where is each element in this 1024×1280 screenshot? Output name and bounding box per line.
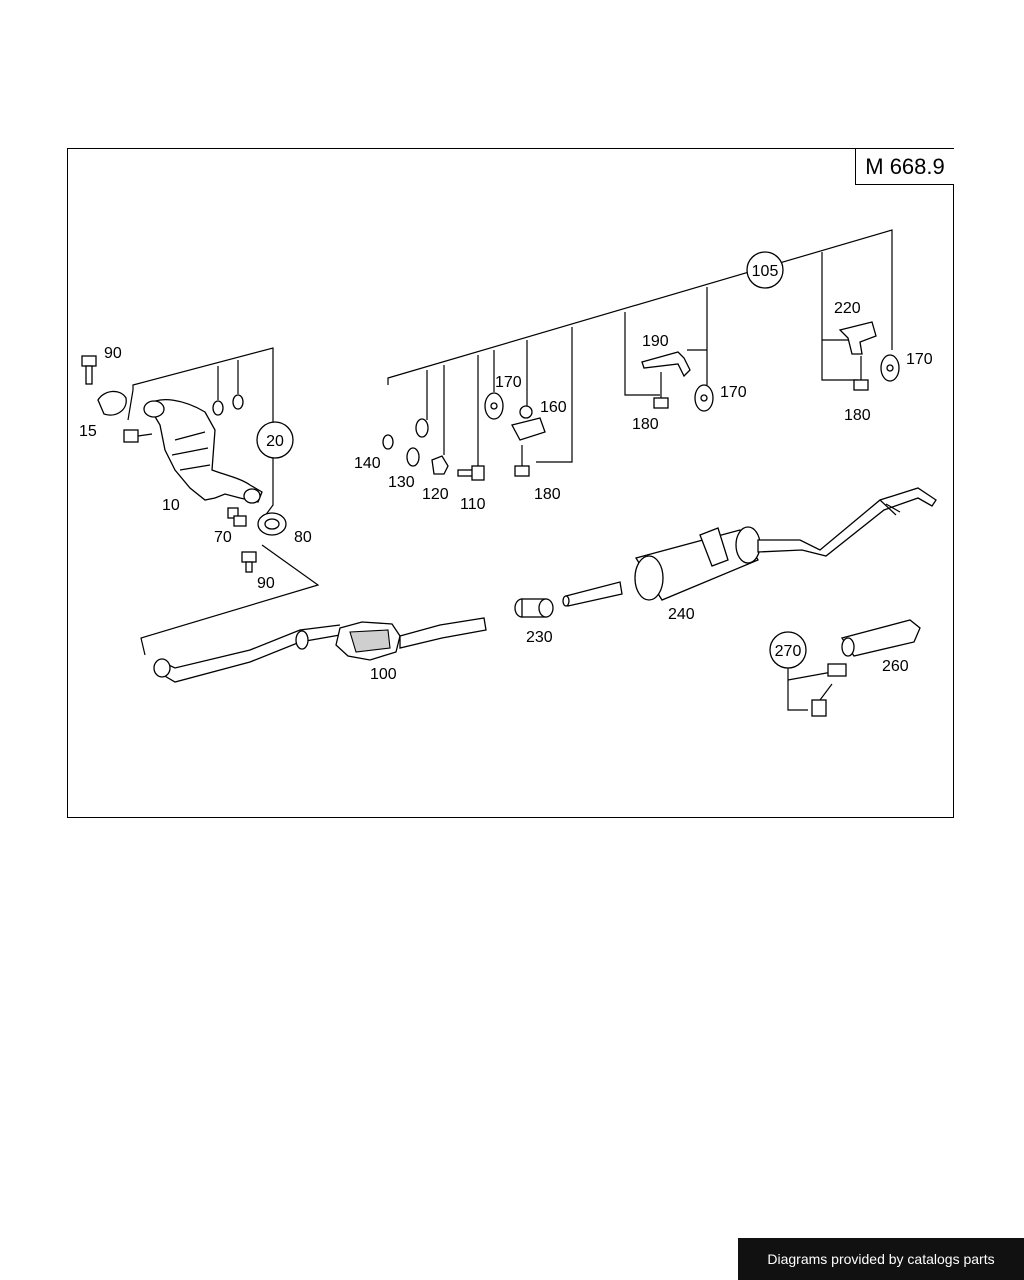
callout-180-right: 180 [844, 407, 871, 424]
flange-part-80 [257, 512, 287, 536]
callout-170-left: 170 [495, 374, 522, 391]
callout-190: 190 [642, 333, 669, 350]
callout-240: 240 [668, 606, 695, 623]
callout-110: 110 [460, 496, 486, 513]
callout-circle-20 [256, 421, 294, 459]
callout-circle-105 [746, 251, 784, 289]
model-code-label: M 668.9 [855, 149, 954, 185]
exhaust-manifold-part [143, 399, 263, 504]
callout-20: 20 [266, 433, 284, 450]
clamp-part-15 [97, 390, 153, 443]
leader-group-105 [387, 229, 893, 468]
callout-105: 105 [752, 263, 779, 280]
bracket-part-190 [641, 351, 691, 378]
callout-80: 80 [294, 529, 312, 546]
rear-muffler-part [562, 487, 937, 607]
washer-part-pair [212, 394, 244, 416]
callout-10: 10 [162, 497, 180, 514]
callout-170-right: 170 [906, 351, 933, 368]
screw-part-180-right [853, 356, 869, 391]
clamp-part-230 [514, 598, 554, 618]
leader-group-270 [787, 666, 833, 711]
rubber-mount-part-170-right [880, 354, 900, 382]
clamp-part-270 [811, 663, 847, 717]
callout-90-bottom: 90 [257, 575, 275, 592]
front-pipe-catalyst-part [153, 617, 487, 683]
callout-220: 220 [834, 300, 861, 317]
callout-260: 260 [882, 658, 909, 675]
tailpipe-trim-part-260 [840, 619, 921, 657]
callout-180-left: 180 [534, 486, 561, 503]
bolt-part-90-bottom [241, 551, 257, 573]
callout-230: 230 [526, 629, 553, 646]
screw-part-180-left [514, 445, 530, 477]
bracket-part-160 [511, 405, 546, 441]
callout-270: 270 [775, 643, 802, 660]
callout-160: 160 [540, 399, 567, 416]
callout-circle-270 [769, 631, 807, 669]
callout-90-top: 90 [104, 345, 122, 362]
bolt-part-70 [227, 507, 247, 527]
washer-part-130 [406, 418, 429, 467]
callout-120: 120 [422, 486, 449, 503]
diagram-frame [67, 148, 954, 818]
callout-130: 130 [388, 474, 415, 491]
leader-group-20 [127, 347, 320, 656]
callout-170-middle: 170 [720, 384, 747, 401]
bracket-part-220 [838, 321, 877, 355]
callout-100: 100 [370, 666, 397, 683]
callout-180-middle: 180 [632, 416, 659, 433]
bolt-part-110 [457, 465, 485, 481]
bolt-part-90-top [81, 355, 97, 385]
callout-70: 70 [214, 529, 232, 546]
rubber-mount-part-170-left [484, 392, 504, 420]
nut-part-120 [431, 455, 449, 475]
rubber-mount-part-170-middle [694, 384, 714, 412]
screw-part-180-middle [653, 372, 669, 409]
footer-attribution: Diagrams provided by catalogs parts [738, 1238, 1024, 1280]
washer-part-140 [382, 434, 394, 450]
callout-140: 140 [354, 455, 381, 472]
callout-15: 15 [79, 423, 97, 440]
